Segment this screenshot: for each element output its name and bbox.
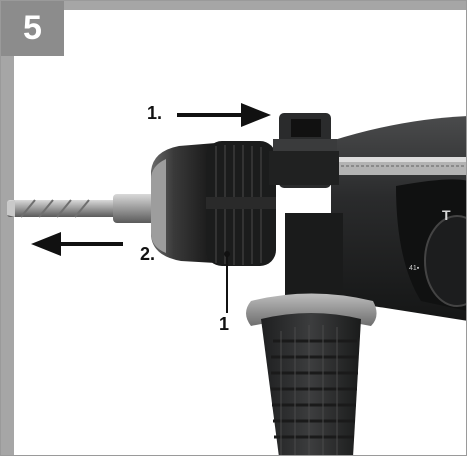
top-clamp xyxy=(269,113,339,188)
step-number-badge: 5 xyxy=(1,1,64,56)
part-1-leader-line xyxy=(224,251,230,313)
figure-left-strip xyxy=(1,56,14,455)
auxiliary-handle xyxy=(246,213,377,455)
arrow-1-label: 1. xyxy=(147,103,163,123)
arrow-direction-2 xyxy=(31,232,123,256)
drill-bit xyxy=(7,194,158,223)
part-1-label: 1 xyxy=(219,314,230,334)
chuck xyxy=(151,141,276,266)
tool-body: T 41▪ xyxy=(331,116,466,321)
svg-text:T: T xyxy=(442,207,451,223)
figure-top-strip xyxy=(64,1,466,10)
arrow-2-label: 2. xyxy=(140,244,156,264)
arrow-direction-1 xyxy=(177,103,271,127)
svg-text:41▪: 41▪ xyxy=(409,265,420,272)
